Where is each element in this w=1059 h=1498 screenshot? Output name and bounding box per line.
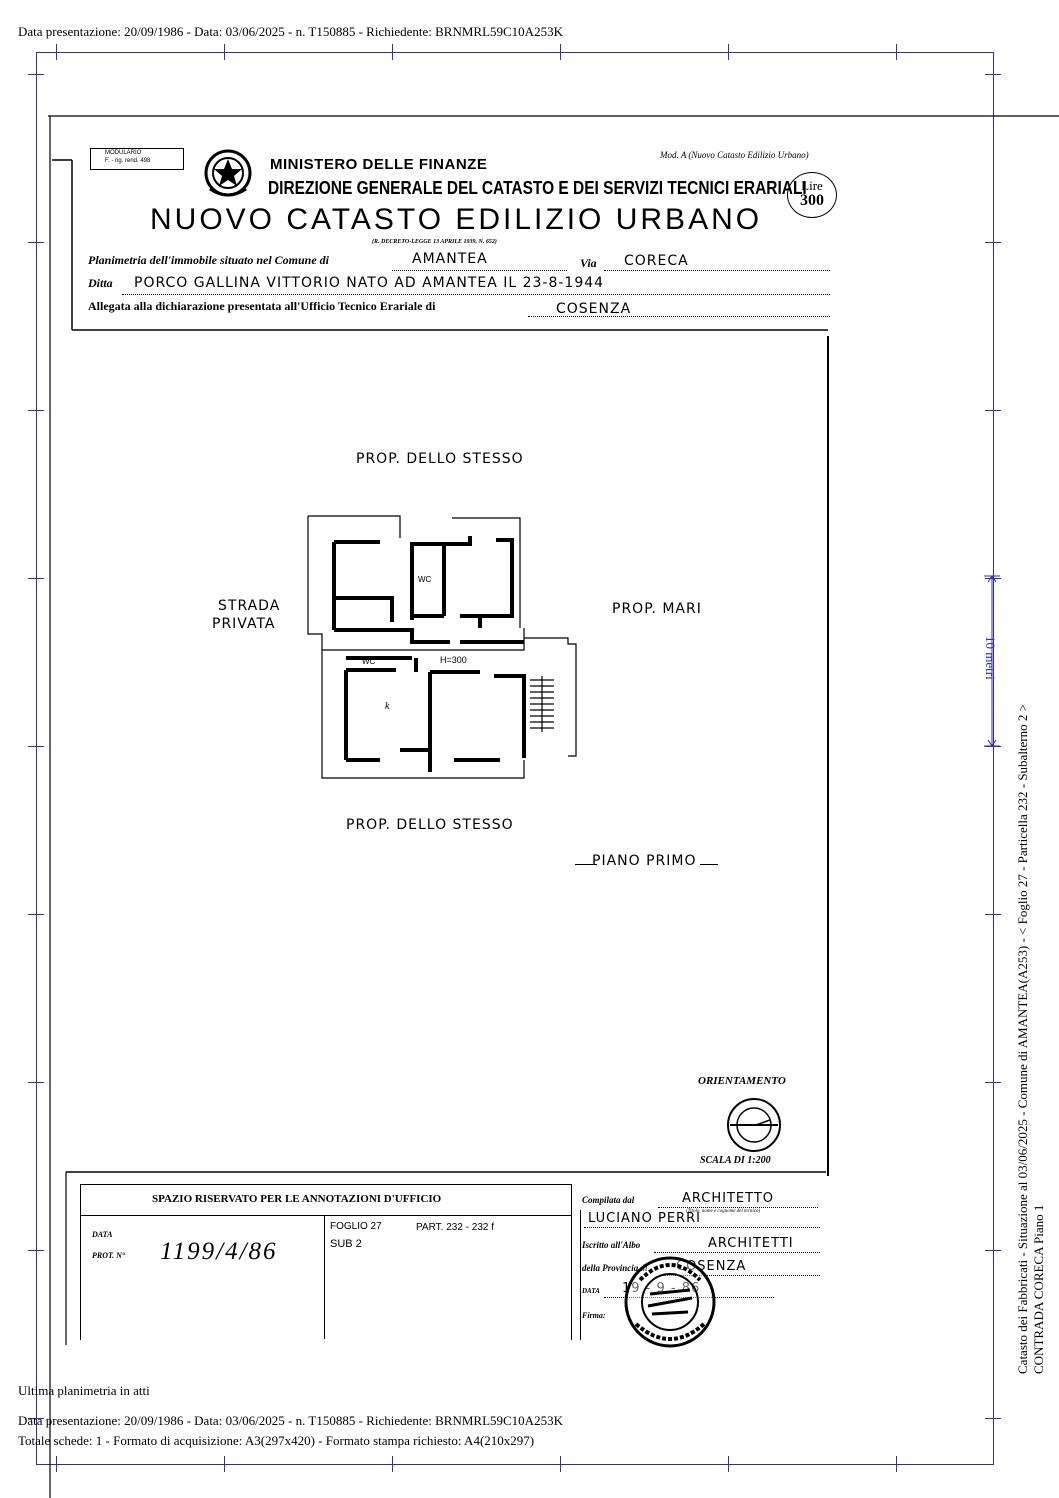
iscritto-value: ARCHITETTI: [708, 1236, 794, 1251]
orientation-label: ORIENTAMENTO: [698, 1075, 786, 1087]
form-title: NUOVO CATASTO EDILIZIO URBANO: [150, 203, 763, 236]
compass-icon: [727, 1098, 781, 1152]
sub-value: SUB 2: [330, 1238, 362, 1250]
prot-label: PROT. N°: [92, 1251, 126, 1260]
prot-value: 1199/4/86: [160, 1238, 278, 1265]
plan-top-label: PROP. DELLO STESSO: [356, 451, 524, 467]
floor-plan: [307, 515, 577, 779]
law-reference: (R. DECRETO-LEGGE 13 APRILE 1939, N. 652…: [372, 239, 497, 245]
height-label: H=300: [440, 655, 467, 665]
office-annotation-box: [80, 1184, 572, 1340]
data2-label: DATA: [582, 1287, 600, 1295]
modulario-box: MODULARIO F. - rig. rend. 498: [90, 148, 184, 170]
allegata-label: Allegata alla dichiarazione presentata a…: [88, 299, 436, 313]
office-heading: SPAZIO RISERVATO PER LE ANNOTAZIONI D'UF…: [152, 1193, 442, 1205]
modulario-label: MODULARIO: [105, 150, 142, 156]
scale-bar: [984, 575, 1000, 747]
via-value: CORECA: [624, 253, 689, 269]
scale-bar-label: 10 metri: [983, 636, 998, 680]
wc-label-2: WC: [362, 657, 376, 666]
planimetria-label: Planimetria dell'immobile situato nel Co…: [88, 253, 330, 267]
architect-seal-icon: [624, 1256, 716, 1348]
mod-reference: Mod. A (Nuovo Catasto Edilizio Urbano): [660, 150, 809, 160]
compilata-note: (Titolo, nome e cognome del tecnico): [686, 1209, 761, 1214]
footer-last-plan: Ultima planimetria in atti: [18, 1383, 150, 1398]
ditta-value: PORCO GALLINA VITTORIO NATO AD AMANTEA I…: [134, 275, 605, 291]
italy-emblem-icon: [204, 149, 252, 197]
provincia-label: della Provincia di: [582, 1263, 648, 1273]
compilata-label: Compilata dal: [582, 1195, 635, 1205]
part-value: PART. 232 - 232 f: [416, 1222, 495, 1233]
scale-label: SCALA DI 1:200: [700, 1155, 771, 1166]
provincia-value: COSENZA: [676, 1259, 747, 1274]
ufficio-value: COSENZA: [556, 301, 632, 317]
side-text-2: CONTRADA CORECA Piano 1: [1031, 1204, 1046, 1374]
firma-label: Firma:: [582, 1311, 606, 1320]
price-label: Lire: [801, 178, 823, 193]
side-text-1: Catasto dei Fabbricati - Situazione al 0…: [1015, 704, 1030, 1374]
price-value: 300: [800, 192, 824, 209]
ditta-label: Ditta: [88, 276, 113, 290]
wc-label-1: WC: [418, 575, 432, 584]
header-info: Data presentazione: 20/09/1986 - Data: 0…: [18, 24, 563, 39]
technician-name: LUCIANO PERRI: [588, 1211, 701, 1226]
plan-bottom-label: PROP. DELLO STESSO: [346, 817, 514, 833]
compilata-value: ARCHITETTO: [682, 1191, 775, 1206]
plan-left-label-1: STRADA: [218, 598, 281, 614]
data-label: DATA: [92, 1230, 113, 1239]
ministry-name: MINISTERO DELLE FINANZE: [270, 156, 488, 173]
floor-label: PIANO PRIMO: [592, 853, 697, 869]
comune-value: AMANTEA: [412, 251, 488, 267]
footer-info: Data presentazione: 20/09/1986 - Data: 0…: [18, 1413, 563, 1428]
plan-left-label-2: PRIVATA: [212, 616, 276, 632]
plan-right-label: PROP. MARI: [612, 601, 702, 617]
direction-name: DIREZIONE GENERALE DEL CATASTO E DEI SER…: [268, 178, 807, 198]
room-k-label: k: [385, 701, 390, 712]
via-label: Via: [580, 256, 597, 270]
modulario-sub: F. - rig. rend. 498: [105, 158, 151, 164]
foglio-value: FOGLIO 27: [330, 1221, 382, 1232]
stamp-price-badge: Lire 300: [787, 172, 837, 218]
iscritto-label: Iscritto all'Albo: [582, 1240, 641, 1250]
footer-format: Totale schede: 1 - Formato di acquisizio…: [18, 1433, 535, 1448]
